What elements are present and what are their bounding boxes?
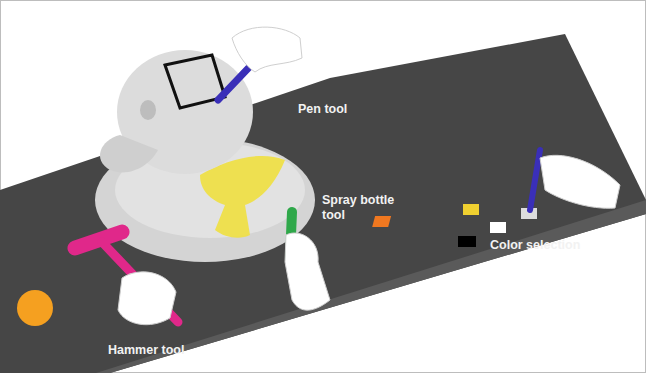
tool-label: Spray bottle tool — [322, 193, 404, 223]
tool-label: Color selection — [490, 238, 600, 253]
duck-eye — [140, 100, 156, 120]
selection-hand — [540, 155, 620, 208]
tool-label: Pen tool — [298, 102, 378, 117]
spray-hand — [285, 233, 330, 310]
table-top — [0, 34, 646, 373]
tool-label: Hammer tool — [108, 343, 208, 358]
pen-hand — [232, 27, 302, 72]
white-swatch — [490, 222, 506, 233]
yellow-swatch — [463, 204, 479, 215]
orange-swatch — [372, 216, 391, 227]
orange-ball — [17, 290, 53, 326]
hammer-hand — [118, 272, 176, 325]
selection-pen — [530, 150, 540, 210]
black-swatch — [458, 236, 476, 247]
duck-beak — [100, 135, 158, 172]
